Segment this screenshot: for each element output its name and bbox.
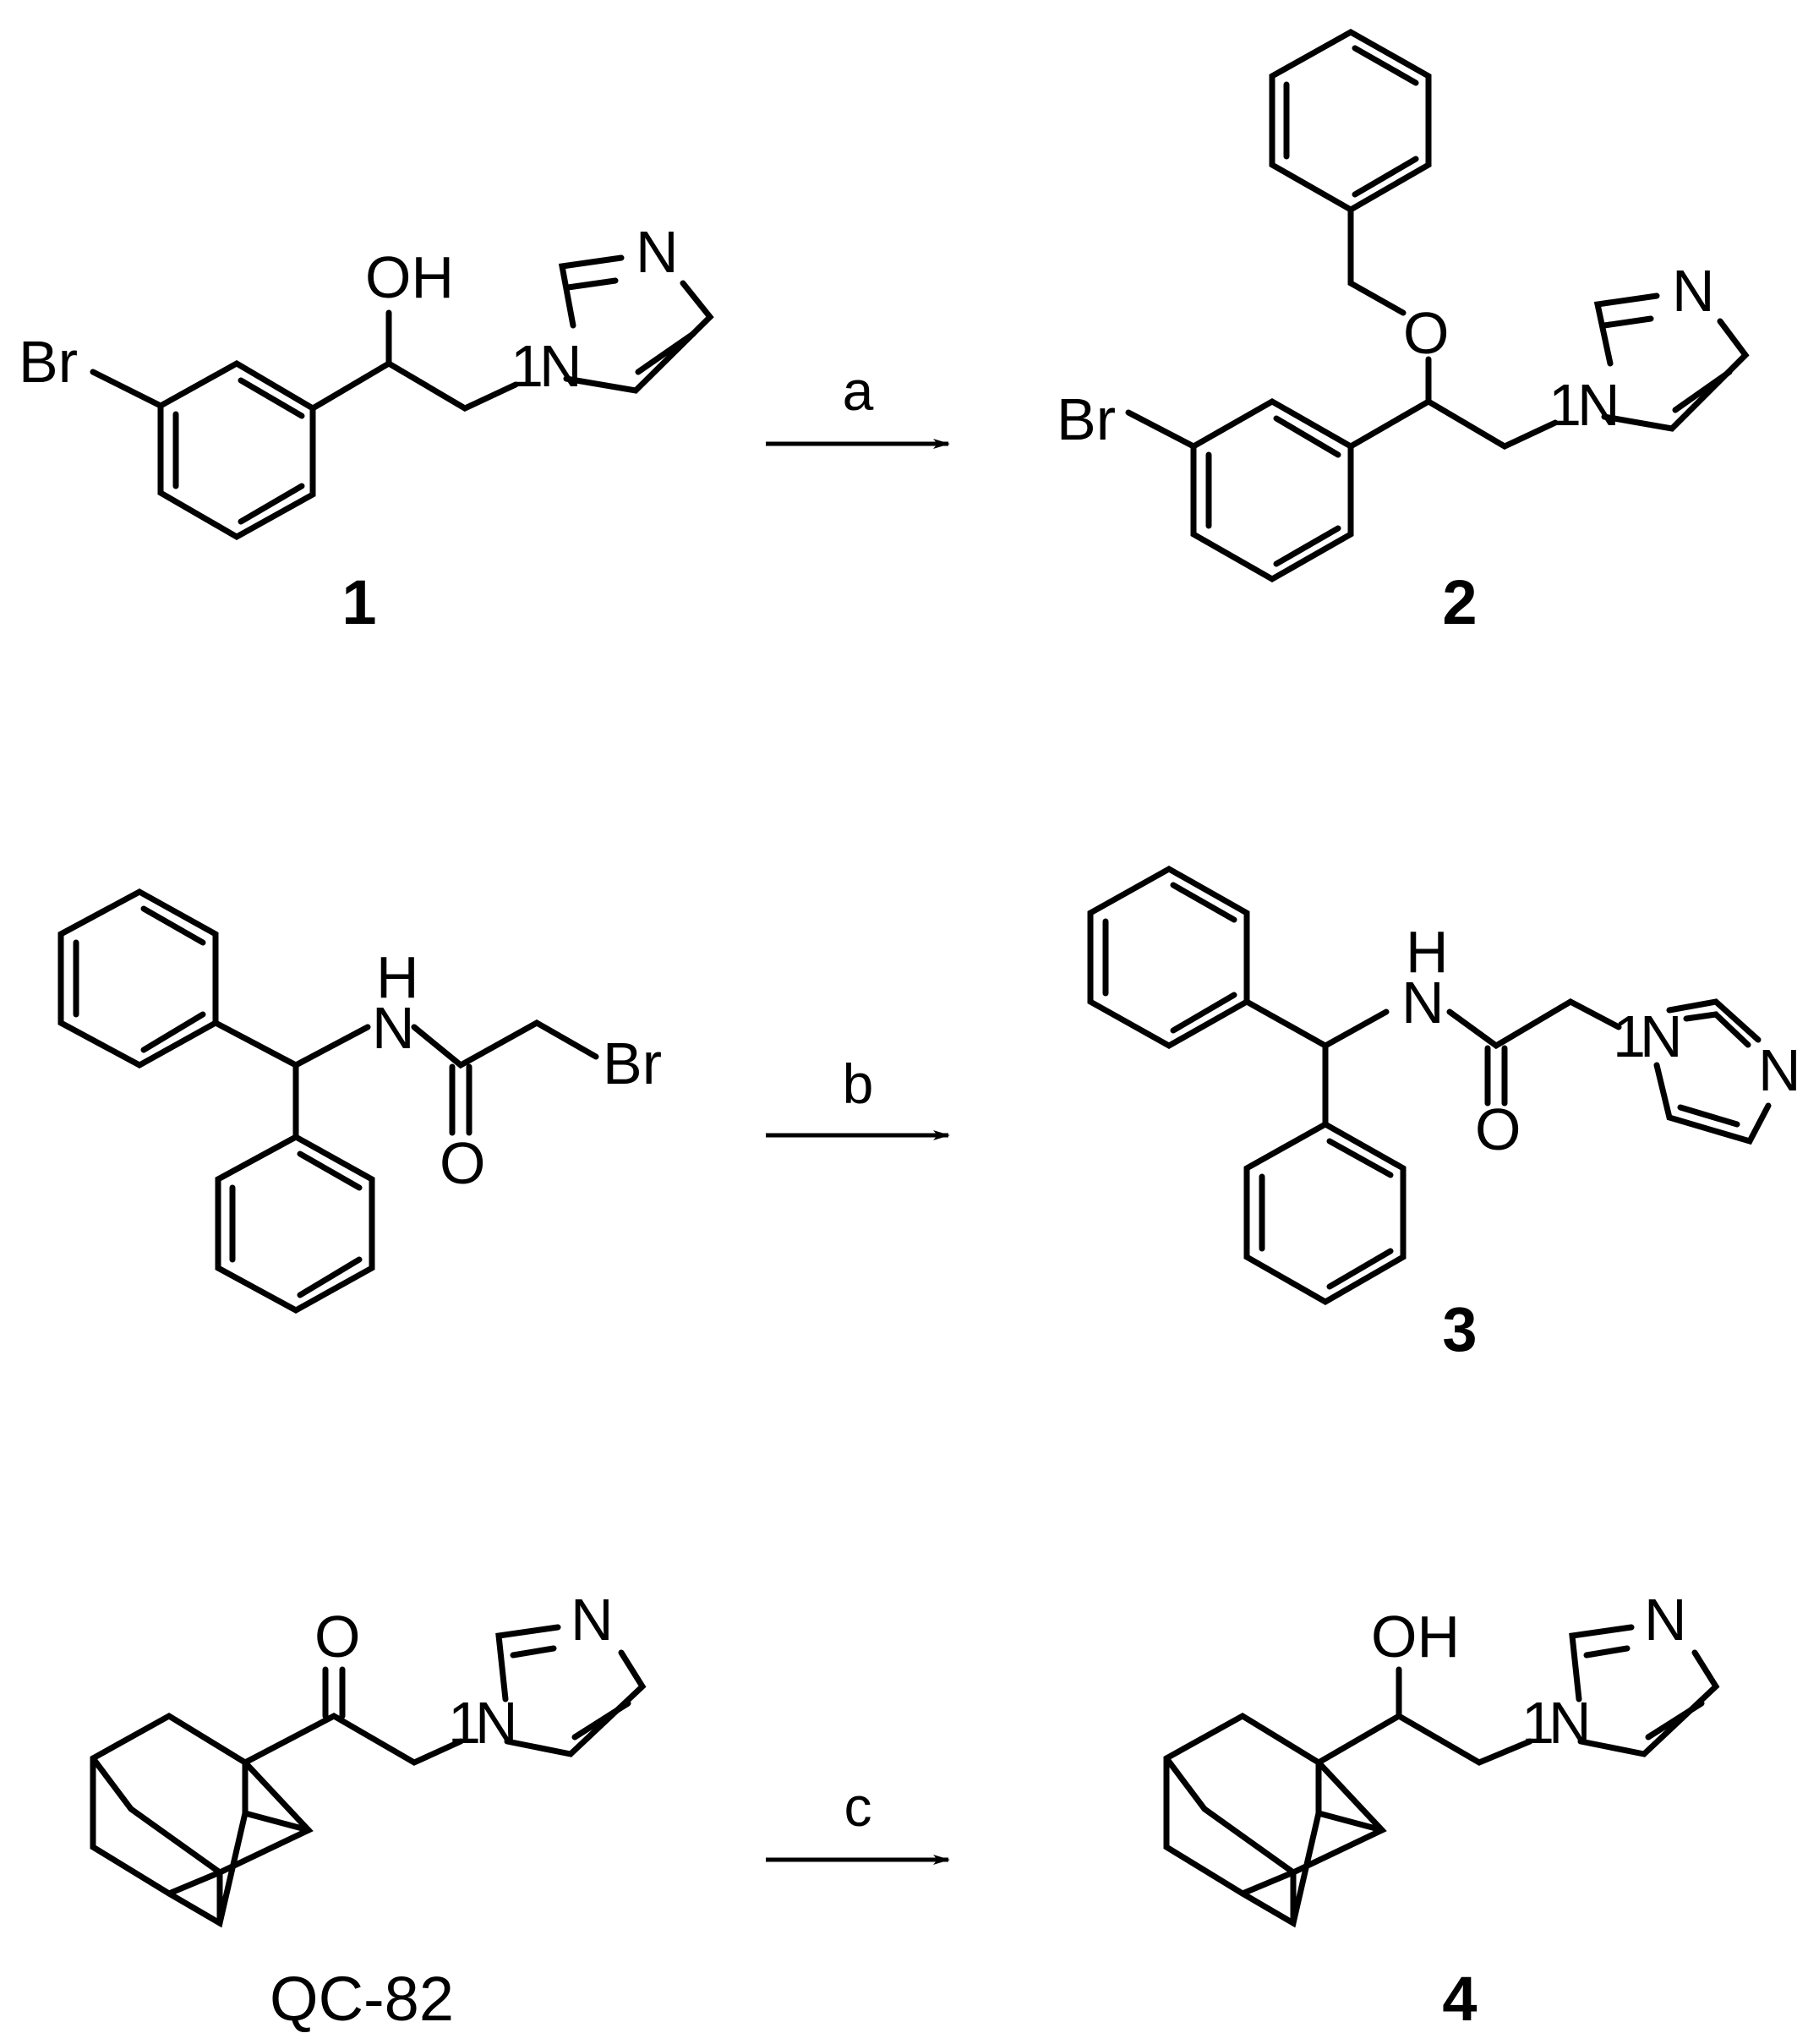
compound-4-n1-label: N [1549, 1690, 1592, 1756]
compound-4-oh-label: OH [1371, 1604, 1460, 1670]
qc-82-o-label: O [314, 1604, 360, 1670]
bromoacetamide-h-label: H [376, 944, 419, 1010]
compound-2-n1-label: N [1577, 372, 1620, 438]
compound-2-o-label: O [1403, 300, 1449, 366]
qc-82-n1-locant: 1 [448, 1690, 481, 1756]
compound-3-n1-locant: 1 [1613, 1003, 1646, 1069]
compound-1-oh-label: OH [365, 244, 454, 310]
qc-82-n1-label: N [475, 1690, 518, 1756]
compound-1-structure [90, 254, 714, 541]
compound-2-number: 2 [1442, 567, 1477, 637]
bromoacetamide-br-label: Br [603, 1030, 662, 1096]
compound-3-number: 3 [1442, 1294, 1477, 1364]
qc-82-structure [90, 1624, 647, 1928]
bromoacetamide-n-label: N [372, 995, 415, 1061]
qc-82-label: QC-82 [270, 1964, 454, 2034]
compound-1-number: 1 [341, 567, 376, 637]
bromoacetamide-o-label: O [440, 1130, 485, 1196]
compound-3-n3-label: N [1758, 1037, 1801, 1103]
bromoacetamide-structure [57, 888, 599, 1314]
compound-4-n1-locant: 1 [1521, 1690, 1554, 1756]
compound-3-n1-label: N [1640, 1003, 1683, 1069]
compound-1-n1-locant: 1 [511, 333, 544, 399]
compound-2-n1-locant: 1 [1549, 372, 1581, 438]
compound-2-br-label: Br [1057, 386, 1116, 452]
compound-4-structure [1163, 1624, 1720, 1928]
compound-4-n3-label: N [1644, 1587, 1687, 1653]
compound-2-structure [1125, 28, 1750, 583]
condition-b-label: b [843, 1052, 874, 1115]
compound-2-n3-label: N [1672, 258, 1715, 324]
compound-1-br-label: Br [19, 329, 78, 395]
compound-3-n-label: N [1401, 970, 1445, 1036]
compound-3-o-label: O [1475, 1096, 1521, 1162]
compound-1-n3-label: N [636, 219, 679, 285]
qc-82-n3-label: N [571, 1587, 614, 1653]
condition-c-label: c [844, 1775, 872, 1838]
condition-a-label: a [843, 359, 874, 422]
compound-3-structure [1087, 865, 1772, 1306]
compound-1-n1-label: N [539, 333, 582, 399]
compound-3-h-label: H [1406, 919, 1449, 985]
compound-4-number: 4 [1442, 1964, 1477, 2034]
